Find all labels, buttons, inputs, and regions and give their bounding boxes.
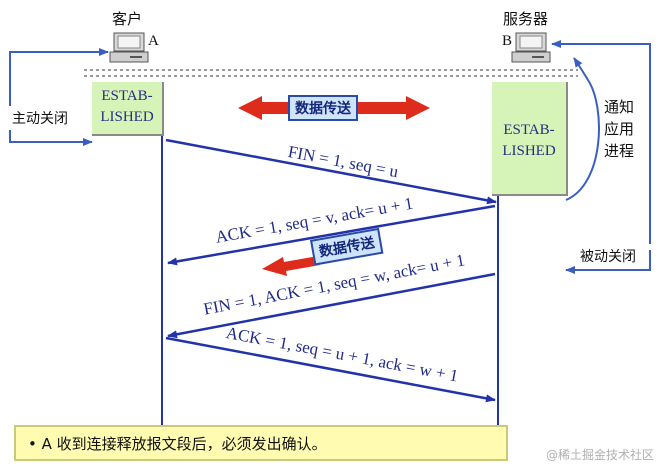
message-line-2 — [167, 204, 496, 266]
active-close-arrow — [9, 130, 93, 146]
client-computer-icon — [109, 32, 149, 63]
client-state-line-1: ESTAB- — [101, 88, 153, 104]
message-line-4 — [165, 336, 496, 403]
server-connector — [551, 40, 651, 244]
client-title: 客户 — [112, 10, 143, 28]
data-transfer-left-arrow — [262, 256, 320, 276]
notify-app-loop — [565, 57, 600, 201]
client-letter: A — [148, 33, 159, 49]
server-title: 服务器 — [503, 10, 549, 28]
data-transfer-label-1: 数据传送 — [288, 95, 358, 121]
message-line-3 — [167, 272, 496, 339]
passive-close-label: 被动关闭 — [580, 249, 636, 265]
server-state-established: ESTAB- LISHED — [492, 82, 568, 196]
note-box: • A 收到连接释放报文段后，必须发出确认。 — [14, 425, 508, 461]
active-close-label: 主动关闭 — [12, 111, 68, 127]
notify-app-label-1: 通知 — [604, 98, 635, 116]
watermark: @稀土掘金技术社区 — [545, 448, 654, 462]
client-state-line-2: LISHED — [100, 109, 154, 125]
message-line-1 — [165, 138, 497, 205]
note-text: • A 收到连接释放报文段后，必须发出确认。 — [28, 435, 327, 453]
server-computer-icon — [511, 32, 551, 63]
notify-app-label-3: 进程 — [604, 142, 635, 160]
passive-close-arrow — [565, 250, 651, 274]
client-state-established: ESTAB- LISHED — [92, 82, 164, 136]
active-close-loop — [9, 48, 109, 106]
notify-app-label-2: 应用 — [604, 120, 635, 138]
server-letter: B — [502, 33, 513, 49]
server-state-line-2: LISHED — [502, 143, 556, 159]
server-state-line-1: ESTAB- — [503, 122, 555, 138]
